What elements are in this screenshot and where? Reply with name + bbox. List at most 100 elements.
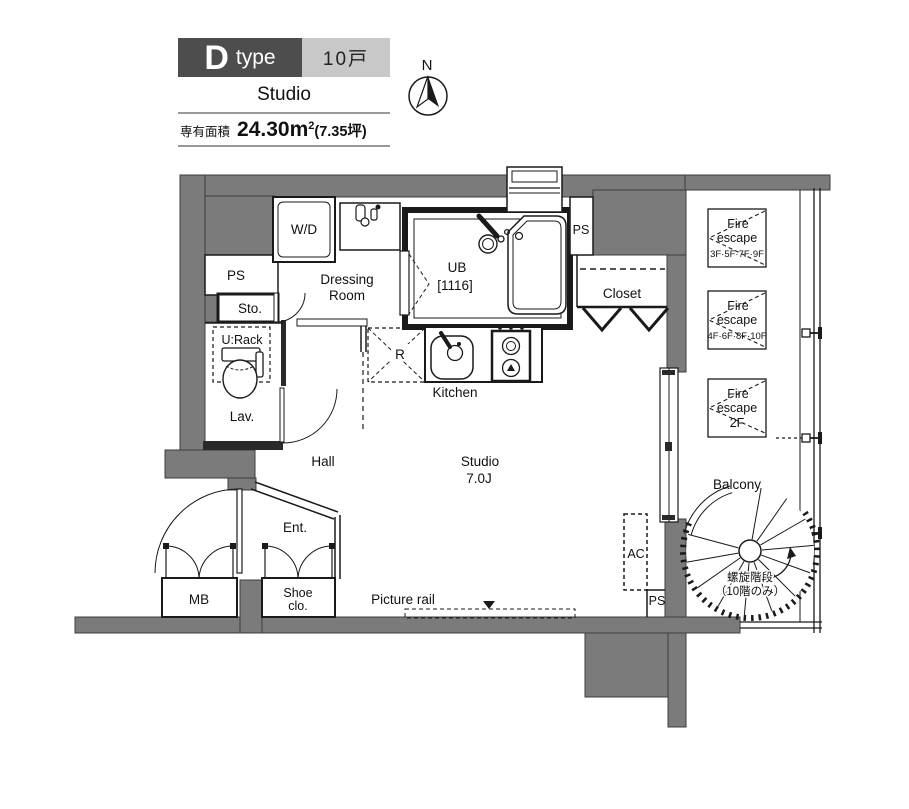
compass-needle-black: [428, 76, 439, 107]
label-ub: UB: [448, 260, 467, 275]
washer-dryer: [272, 196, 336, 263]
closet: [576, 255, 670, 333]
label-shoe-2: clo.: [288, 599, 307, 613]
label-ac: AC: [627, 547, 644, 561]
balcony-window: [659, 367, 679, 523]
label-fridge: R: [395, 347, 405, 362]
entry-step-edge: [254, 481, 339, 513]
hanger-icon: [628, 307, 670, 333]
label-lav: Lav.: [230, 409, 255, 424]
ps-top-right-box: [569, 196, 594, 256]
sink-faucet: [446, 344, 464, 362]
label-studio: Studio: [461, 454, 499, 469]
type-label: D type: [178, 38, 302, 77]
plan-header: D type 10戸 Studio 専有面積 24.30m 2 (7.35坪): [178, 38, 390, 147]
fe2-line1: Fire: [727, 299, 749, 313]
burner: [501, 358, 521, 378]
entry-door: [236, 488, 243, 574]
floor-drain: [478, 234, 498, 254]
burner: [501, 336, 521, 356]
toilet-tank: [221, 347, 261, 362]
area-value: 24.30m: [237, 118, 309, 141]
label-urack: U:Rack: [222, 333, 264, 347]
railing-latch: [801, 327, 822, 339]
hall-kitchen-partition: [360, 326, 367, 432]
storage-box: [205, 292, 283, 324]
label-sto: Sto.: [238, 301, 262, 316]
hanger-icon: [581, 307, 623, 333]
label-studio-size: 7.0J: [466, 471, 492, 486]
label-spiral-2: （10階のみ）: [715, 584, 785, 598]
label-ent: Ent.: [283, 520, 307, 535]
type-title-bar: D type 10戸: [178, 38, 390, 77]
area-label: 専有面積: [180, 125, 231, 139]
washbasin-counter: [339, 202, 401, 251]
ub-door: [399, 250, 410, 316]
fire-escape-hatch-2: [707, 290, 767, 350]
lav-door: [279, 387, 285, 443]
north-label: N: [422, 57, 433, 74]
bath-window: [506, 166, 563, 213]
toilet-bowl: [222, 359, 258, 399]
unit-bath: [399, 207, 573, 330]
label-shoe-1: Shoe: [283, 586, 312, 600]
compass-needle-white: [415, 75, 429, 109]
label-ps-top-left: PS: [227, 268, 245, 283]
dressing-door: [273, 292, 368, 327]
entrance: [154, 481, 341, 579]
type-letter: D: [204, 38, 229, 77]
threshold: [296, 318, 368, 327]
fe1-line2: escape: [717, 231, 757, 245]
shower-bar: [476, 213, 500, 239]
rail-marker: [483, 601, 495, 609]
ac-space: [623, 513, 665, 617]
label-hall: Hall: [311, 454, 334, 469]
north-compass: N: [408, 57, 448, 116]
label-wd: W/D: [291, 222, 317, 237]
fire-escape-hatch-3: [707, 378, 767, 438]
label-ub-size: [1116]: [437, 278, 473, 293]
area-superscript: 2: [308, 120, 315, 132]
refrigerator-space: [367, 327, 426, 383]
kitchen: [360, 326, 543, 432]
label-spiral-1: 螺旋階段: [727, 570, 773, 584]
picture-rail: [404, 601, 576, 619]
fe1-line3: 3F·5F·7F·9F: [710, 249, 764, 260]
label-balcony: Balcony: [713, 477, 761, 492]
stove: [490, 329, 532, 383]
bathtub: [507, 215, 567, 315]
label-picture-rail: Picture rail: [371, 592, 435, 607]
divider-line-2: [178, 145, 390, 147]
label-ps-bottom: PS: [649, 594, 666, 608]
spiral-staircase: [680, 485, 821, 622]
lav-bottom-wall: [203, 441, 283, 450]
fe1-line1: Fire: [727, 217, 749, 231]
unit-count-badge: 10戸: [302, 38, 390, 77]
fire-escape-hatch-1: [707, 208, 767, 268]
room-labels: PS Sto. W/D Dressing Room UB [1116] PS C…: [189, 222, 787, 613]
fire-escape-labels: Fire escape 3F·5F·7F·9F Fire escape 4F·6…: [707, 217, 766, 430]
shoe-closet: [261, 543, 336, 618]
fe2-line3: 4F·6F·8F·10F: [707, 331, 766, 342]
divider-line: [178, 112, 390, 114]
lav-right-wall: [281, 320, 286, 386]
type-word: type: [235, 46, 276, 69]
area-line: 専有面積 24.30m 2 (7.35坪): [178, 114, 390, 145]
ps-top-left-box: [204, 254, 279, 296]
mailbox: [161, 543, 238, 618]
label-closet: Closet: [603, 286, 642, 301]
label-mb: MB: [189, 592, 209, 607]
fe2-line2: escape: [717, 313, 757, 327]
label-ps-top-right: PS: [573, 223, 590, 237]
fe3-line2: escape: [717, 401, 757, 415]
tub-faucet: [514, 231, 524, 241]
lavatory: [212, 326, 338, 444]
fe3-line1: Fire: [727, 387, 749, 401]
area-tsubo: (7.35坪): [314, 124, 367, 140]
plan-name: Studio: [257, 84, 311, 105]
label-dressing-1: Dressing: [320, 272, 373, 287]
fe3-line3: 2F: [730, 416, 745, 430]
label-dressing-2: Room: [329, 288, 365, 303]
